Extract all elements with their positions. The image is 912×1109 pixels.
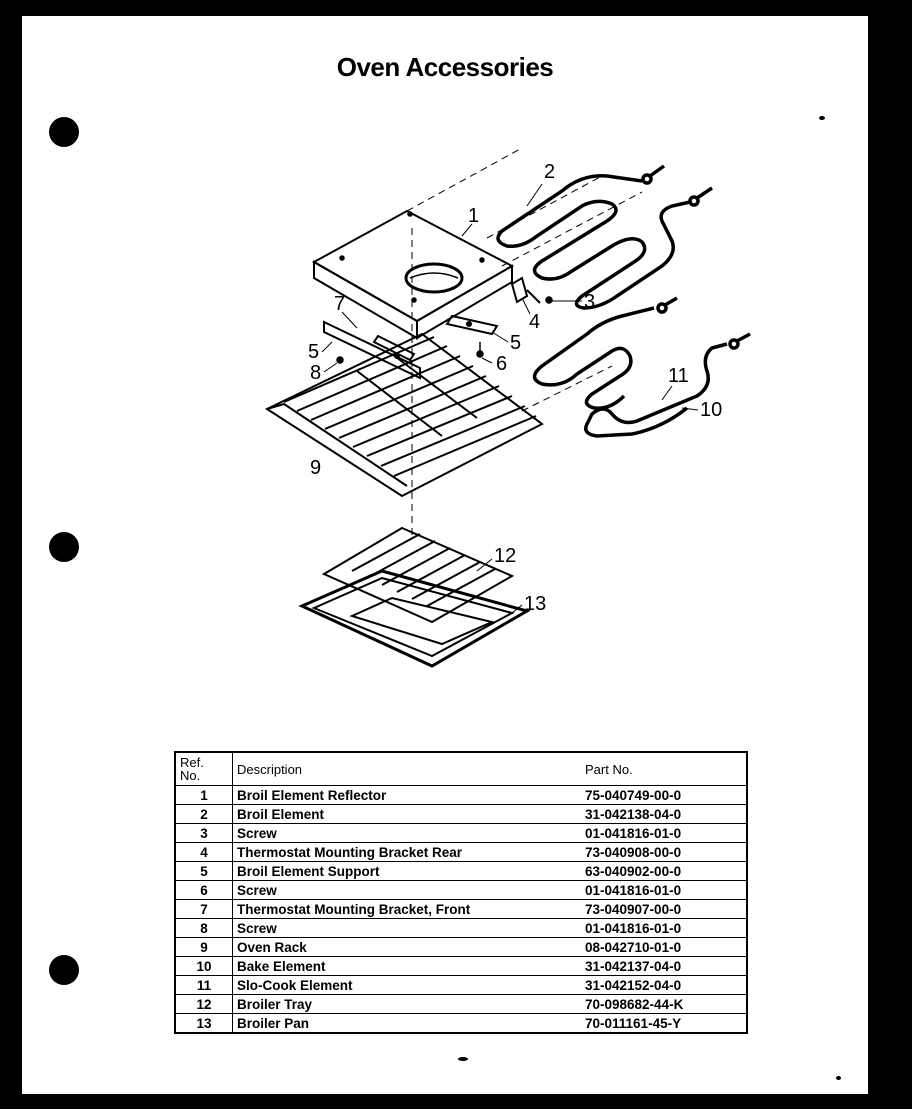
ref-cell: 4 [174, 842, 233, 862]
oven-rack-drawing [264, 332, 544, 498]
ref-cell: 7 [174, 899, 233, 919]
slo-cook-element-drawing [584, 332, 751, 438]
description-cell: Broiler Pan [232, 1013, 581, 1033]
screw-6-drawing [476, 342, 484, 358]
part-no-cell: 31-042152-04-0 [581, 975, 748, 995]
callout-1: 1 [468, 205, 479, 227]
ref-cell: 12 [174, 994, 233, 1014]
part-no-cell: 70-098682-44-K [581, 994, 748, 1014]
broil-element-drawing [496, 164, 713, 310]
callout-12: 12 [494, 545, 516, 567]
description-cell: Screw [232, 823, 581, 843]
callout-3: 3 [584, 291, 595, 313]
screw-3-drawing [545, 296, 553, 304]
binder-hole-top [49, 117, 79, 147]
part-no-cell: 70-011161-45-Y [581, 1013, 748, 1033]
ref-cell: 11 [174, 975, 233, 995]
part-no-cell: 31-042137-04-0 [581, 956, 748, 976]
part-no-cell: 01-041816-01-0 [581, 880, 748, 900]
scan-speck [819, 116, 825, 120]
broiler-tray-drawing [321, 526, 515, 624]
ref-cell: 1 [174, 785, 233, 805]
ref-cell: 5 [174, 861, 233, 881]
alignment-lines [406, 147, 643, 536]
ref-cell: 2 [174, 804, 233, 824]
thermostat-bracket-rear-drawing [510, 276, 541, 304]
part-no-cell: 01-041816-01-0 [581, 918, 748, 938]
callout-11: 11 [668, 365, 689, 387]
callout-7: 7 [334, 293, 345, 315]
header-ref-line2: No. [180, 768, 201, 783]
callout-5-left: 5 [308, 341, 319, 363]
callout-13: 13 [524, 593, 546, 615]
callout-4: 4 [529, 311, 540, 333]
callouts: 2 1 3 4 7 5 5 6 8 11 10 9 12 13 [308, 161, 722, 615]
ref-cell: 10 [174, 956, 233, 976]
description-cell: Thermostat Mounting Bracket, Front [232, 899, 581, 919]
binder-hole-bottom [49, 955, 79, 985]
part-no-cell: 73-040908-00-0 [581, 842, 748, 862]
description-cell: Bake Element [232, 956, 581, 976]
binder-hole-middle [49, 532, 79, 562]
ref-cell: 3 [174, 823, 233, 843]
part-no-cell: 31-042138-04-0 [581, 804, 748, 824]
callout-6: 6 [496, 353, 507, 375]
header-ref-no: Ref. No. [174, 752, 233, 786]
part-no-cell: 08-042710-01-0 [581, 937, 748, 957]
ref-cell: 6 [174, 880, 233, 900]
exploded-parts-diagram: 2 1 3 4 7 5 5 6 8 11 10 9 12 13 [264, 147, 751, 668]
description-cell: Oven Rack [232, 937, 581, 957]
part-no-cell: 01-041816-01-0 [581, 823, 748, 843]
broil-element-support-right-drawing [445, 314, 499, 336]
screw-8-drawing [336, 356, 344, 364]
ref-cell: 13 [174, 1013, 233, 1033]
part-no-cell: 63-040902-00-0 [581, 861, 748, 881]
callout-9: 9 [310, 457, 321, 479]
broil-element-reflector-drawing [311, 209, 515, 340]
description-cell: Thermostat Mounting Bracket Rear [232, 842, 581, 862]
description-cell: Broil Element [232, 804, 581, 824]
part-no-cell: 75-040749-00-0 [581, 785, 748, 805]
description-cell: Broil Element Reflector [232, 785, 581, 805]
callout-10: 10 [700, 399, 722, 421]
header-description: Description [232, 752, 581, 786]
description-cell: Screw [232, 918, 581, 938]
leader-lines [321, 183, 699, 614]
parts-sheet: Oven Accessories [22, 16, 886, 1094]
part-no-cell: 73-040907-00-0 [581, 899, 748, 919]
ref-cell: 8 [174, 918, 233, 938]
header-ref-line1: Ref. [180, 755, 204, 770]
callout-8: 8 [310, 362, 321, 384]
page-title: Oven Accessories [336, 52, 554, 82]
ref-cell: 9 [174, 937, 233, 957]
header-part-no: Part No. [581, 752, 748, 786]
parts-table-header: Ref. No. Description Part No. [174, 752, 748, 786]
description-cell: Broil Element Support [232, 861, 581, 881]
bake-element-drawing [532, 296, 678, 410]
scan-speck [458, 1057, 468, 1061]
broiler-pan-drawing [298, 569, 531, 668]
description-cell: Broiler Tray [232, 994, 581, 1014]
description-cell: Screw [232, 880, 581, 900]
callout-5-right: 5 [510, 332, 521, 354]
description-cell: Slo-Cook Element [232, 975, 581, 995]
scan-speck [836, 1076, 841, 1080]
callout-2: 2 [544, 161, 555, 183]
